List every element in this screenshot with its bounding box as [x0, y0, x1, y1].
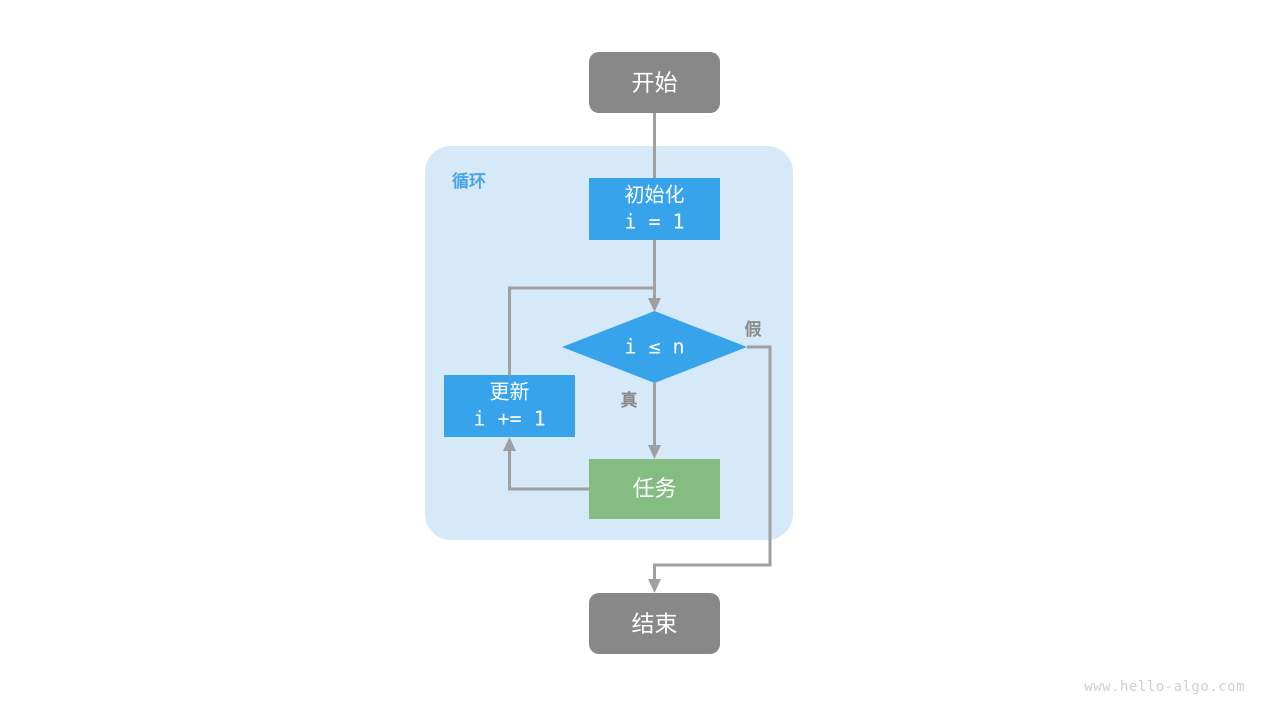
- edge-condition-false-to-end: [653, 345, 772, 581]
- node-init[interactable]: 初始化 i = 1: [589, 178, 720, 240]
- node-start[interactable]: 开始: [589, 52, 720, 113]
- node-init-label-line2: i = 1: [624, 210, 684, 234]
- node-init-shape: [589, 178, 720, 240]
- arrow-head-condition-to-task: [648, 445, 661, 459]
- node-update-label-line1: 更新: [490, 380, 530, 404]
- node-condition-shape: [562, 311, 747, 383]
- node-update-shape: [444, 375, 575, 437]
- arrow-head-init-to-condition: [648, 298, 661, 312]
- arrow-head-condition-false-to-end: [648, 579, 661, 593]
- node-end-label: 结束: [632, 612, 678, 638]
- node-condition[interactable]: i ≤ n: [562, 311, 747, 383]
- watermark-text: www.hello-algo.com: [1084, 679, 1245, 695]
- node-start-shape: [589, 52, 720, 113]
- node-condition-label: i ≤ n: [624, 335, 684, 359]
- edge-label-false: 假: [745, 319, 762, 340]
- node-init-label-line1: 初始化: [625, 183, 685, 207]
- node-task-shape: [589, 459, 720, 519]
- edge-task-to-update: [508, 449, 589, 491]
- node-end-shape: [589, 593, 720, 654]
- loop-group-label: 循环: [452, 171, 486, 192]
- edge-update-to-condition: [508, 286, 655, 375]
- node-update[interactable]: 更新 i += 1: [444, 375, 575, 437]
- node-update-label-line2: i += 1: [473, 407, 545, 431]
- arrow-head-task-to-update: [503, 437, 516, 451]
- node-task-label: 任务: [632, 477, 676, 502]
- node-end[interactable]: 结束: [589, 593, 720, 654]
- node-task[interactable]: 任务: [589, 459, 720, 519]
- node-start-label: 开始: [632, 71, 678, 97]
- edge-label-true: 真: [621, 390, 638, 411]
